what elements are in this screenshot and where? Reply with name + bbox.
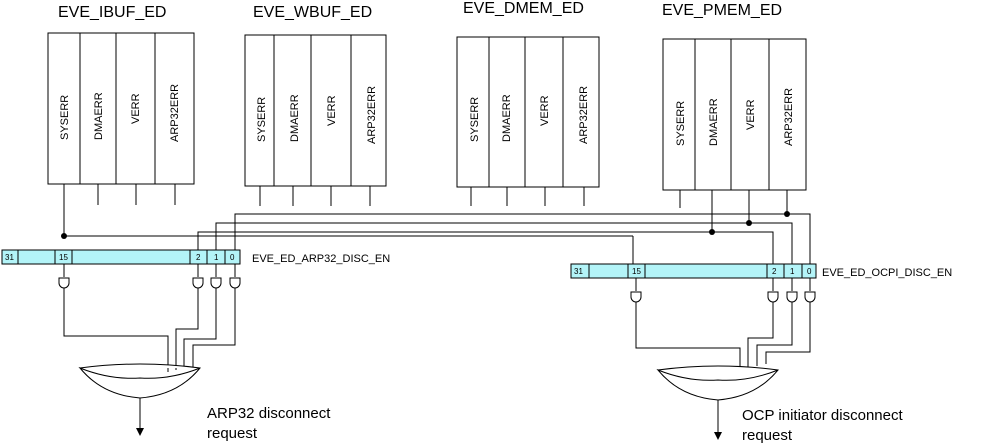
bit-label: 15 bbox=[59, 253, 68, 262]
block-title-ibuf: EVE_IBUF_ED bbox=[58, 4, 166, 21]
output-label-arp32-line1: ARP32 disconnect bbox=[207, 405, 331, 422]
signal-label: ARP32ERR bbox=[783, 88, 795, 146]
and-gate bbox=[630, 291, 642, 303]
block-dmem: SYSERR DMAERR VERR ARP32ERR bbox=[456, 36, 600, 206]
signal-label: DMAERR bbox=[708, 98, 720, 146]
signal-label: VERR bbox=[130, 93, 142, 124]
or-gate bbox=[656, 365, 779, 401]
signal-label: SYSERR bbox=[256, 97, 268, 142]
interconnect-wires bbox=[64, 213, 811, 264]
bit-label: 0 bbox=[230, 253, 235, 262]
logic-ocpi bbox=[630, 278, 816, 440]
and-gate bbox=[786, 291, 798, 303]
bit-label: 15 bbox=[632, 267, 641, 276]
block-title-dmem: EVE_DMEM_ED bbox=[463, 0, 584, 17]
register-name-ocpi: EVE_ED_OCPI_DISC_EN bbox=[822, 267, 952, 279]
and-gate bbox=[229, 277, 241, 289]
signal-label: SYSERR bbox=[675, 101, 687, 146]
signal-label: DMAERR bbox=[93, 92, 105, 140]
and-gate bbox=[210, 277, 222, 289]
and-gate bbox=[192, 277, 204, 289]
and-gate bbox=[804, 291, 816, 303]
signal-label: ARP32ERR bbox=[169, 84, 181, 142]
block-ibuf: SYSERR DMAERR VERR ARP32ERR bbox=[47, 32, 195, 236]
output-label-arp32-line2: request bbox=[207, 425, 258, 442]
and-gate bbox=[58, 277, 70, 289]
register-ocpi-disc-en: 31 15 2 1 0 bbox=[570, 263, 817, 279]
signal-label: SYSERR bbox=[469, 97, 481, 142]
bit-label: 2 bbox=[196, 253, 201, 262]
register-name-arp32: EVE_ED_ARP32_DISC_EN bbox=[252, 253, 390, 265]
bit-label: 1 bbox=[790, 267, 795, 276]
signal-label: VERR bbox=[539, 95, 551, 126]
signal-label: SYSERR bbox=[59, 95, 71, 140]
bit-label: 0 bbox=[807, 267, 812, 276]
junction-dots bbox=[61, 211, 790, 239]
bit-label: 1 bbox=[214, 253, 219, 262]
bit-label: 31 bbox=[574, 267, 583, 276]
block-wbuf: SYSERR DMAERR VERR ARP32ERR bbox=[244, 34, 387, 206]
arrow-down-icon bbox=[136, 428, 144, 436]
and-gate bbox=[767, 291, 779, 303]
signal-label: DMAERR bbox=[289, 94, 301, 142]
signal-label: VERR bbox=[326, 95, 338, 126]
output-label-ocpi-line1: OCP initiator disconnect bbox=[742, 407, 903, 424]
block-title-wbuf: EVE_WBUF_ED bbox=[253, 4, 372, 21]
logic-arp32 bbox=[58, 264, 241, 436]
signal-label: ARP32ERR bbox=[366, 86, 378, 144]
register-arp32-disc-en: 31 15 2 1 0 bbox=[1, 249, 241, 265]
block-pmem: SYSERR DMAERR VERR ARP32ERR bbox=[662, 38, 807, 232]
bit-label: 2 bbox=[772, 267, 777, 276]
or-gate bbox=[78, 363, 201, 399]
bit-label: 31 bbox=[5, 253, 14, 262]
arrow-down-icon bbox=[714, 432, 722, 440]
signal-label: DMAERR bbox=[501, 94, 513, 142]
signal-label: ARP32ERR bbox=[578, 86, 590, 144]
signal-label: VERR bbox=[745, 99, 757, 130]
output-label-ocpi-line2: request bbox=[742, 427, 793, 444]
block-title-pmem: EVE_PMEM_ED bbox=[662, 2, 782, 19]
